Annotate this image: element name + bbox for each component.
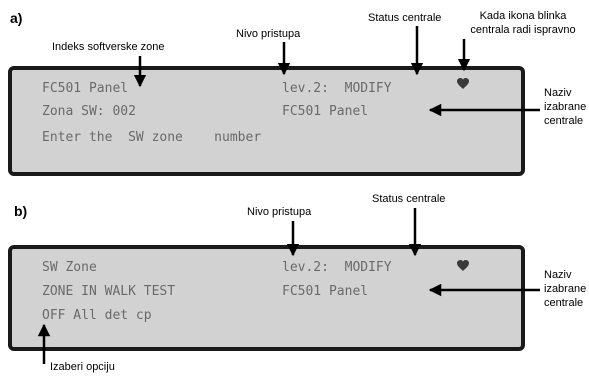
callout-access-level-b: Nivo pristupa [247, 206, 312, 218]
callout-name-a-line2: izabrane [544, 101, 587, 113]
callout-name-b-line3: centrale [544, 297, 584, 309]
panel-a-tag: a) [10, 10, 23, 26]
panel-b-tag: b) [14, 203, 28, 219]
lcd-b-line1-left: SW Zone [42, 260, 97, 275]
callout-name-b-line1: Naziv [544, 269, 572, 281]
callout-choose-option: Izaberi opciju [50, 361, 115, 373]
callout-panel-status-a: Status centrale [368, 12, 442, 24]
lcd-b-line2-right: FC501 Panel [282, 284, 369, 299]
callout-zone-index: Indeks softverske zone [52, 41, 165, 53]
callout-name-a-line1: Naziv [544, 87, 572, 99]
lcd-b-line2-left: ZONE IN WALK TEST [42, 284, 176, 299]
callout-name-b-line2: izabrane [544, 283, 587, 295]
lcd-display-a: FC501 Panel lev.2: MODIFY Zona SW: 002 F… [8, 66, 525, 176]
lcd-b-line3: OFF All det cp [42, 308, 152, 323]
callout-blink-line2: centrala radi ispravno [470, 24, 576, 36]
callout-name-a-line3: centrale [544, 115, 584, 127]
callout-access-level-a: Nivo pristupa [236, 28, 301, 40]
lcd-a-line1-left: FC501 Panel [42, 81, 129, 96]
lcd-a-line2-right: FC501 Panel [282, 104, 369, 119]
callout-panel-status-b: Status centrale [372, 193, 446, 205]
lcd-a-line3: Enter the SW zone number [42, 130, 262, 145]
callout-blink-line1: Kada ikona blinka [479, 10, 567, 22]
lcd-a-line2-left: Zona SW: 002 [42, 104, 136, 119]
lcd-a-line1-right: lev.2: MODIFY [282, 81, 392, 96]
lcd-b-line1-right: lev.2: MODIFY [282, 260, 392, 275]
lcd-display-b: SW Zone lev.2: MODIFY ZONE IN WALK TEST … [8, 245, 525, 351]
